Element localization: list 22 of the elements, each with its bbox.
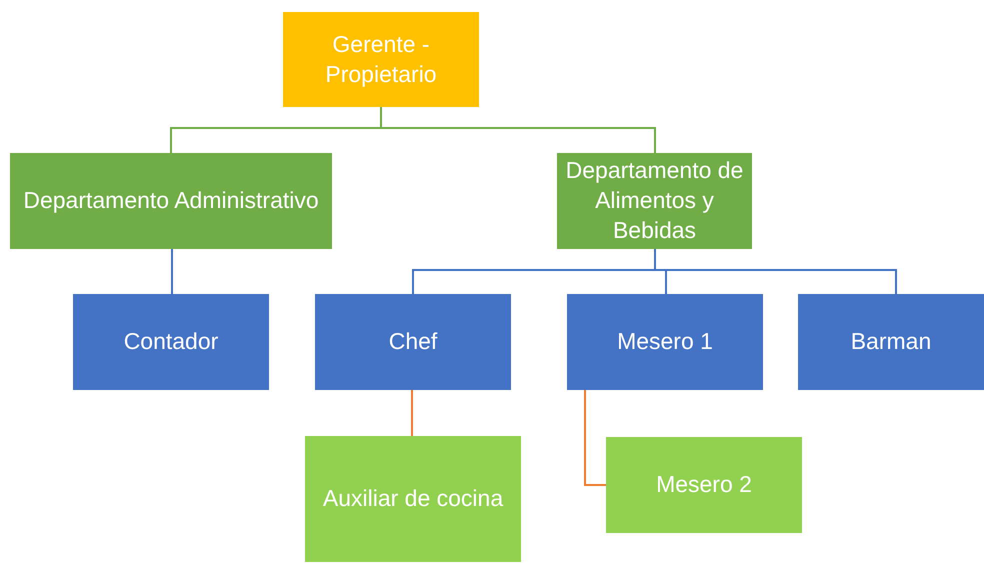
connector-line (654, 249, 897, 294)
box-label: Mesero 2 (656, 470, 752, 500)
org-box (567, 294, 763, 390)
box-label: Auxiliar de cocina (322, 484, 504, 514)
org-box (305, 436, 521, 562)
org-box (283, 12, 479, 107)
org-box (315, 294, 511, 390)
connector-line (411, 390, 413, 436)
org-box (10, 153, 332, 249)
org-box (606, 437, 802, 533)
connector-line (380, 107, 656, 153)
box-label: Departamento de Alimentos y Bebidas (564, 156, 744, 245)
org-box (798, 294, 984, 390)
box-label: Chef (388, 327, 438, 356)
connector-line (171, 249, 173, 294)
box-label: Contador (124, 327, 218, 356)
box-label: Departamento Administrativo (23, 186, 319, 216)
org-box (73, 294, 269, 390)
box-label: Barman (850, 327, 932, 356)
connector-line (584, 390, 606, 486)
box-label: Gerente - Propietario (324, 30, 438, 89)
box-label: Mesero 1 (617, 327, 713, 356)
